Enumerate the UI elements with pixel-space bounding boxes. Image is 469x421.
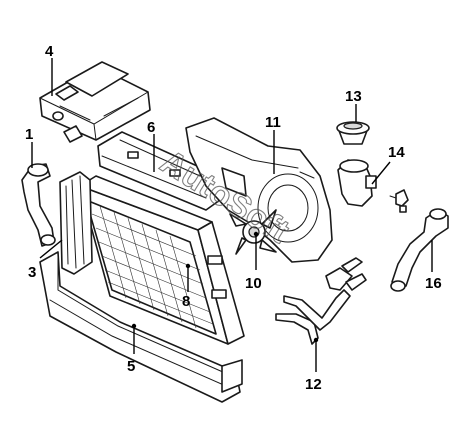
callout-1: 1: [25, 126, 33, 143]
leader-lines: [31, 58, 433, 372]
callout-8: 8: [182, 293, 190, 310]
part-3-side-deflector: [59, 171, 93, 275]
callout-12: 12: [305, 376, 322, 393]
callout-labels: 1 3 4 5 6 8 10 11 12 13 14 16: [25, 43, 442, 393]
part-13-filler-cap: [336, 121, 370, 145]
part-5-lower-support-frame: [39, 251, 243, 403]
callout-16: 16: [425, 275, 442, 292]
part-4-expansion-tank: [39, 61, 151, 143]
leader-3: [39, 239, 63, 259]
callout-6: 6: [147, 119, 155, 136]
callout-10: 10: [245, 275, 262, 292]
part-6-upper-shroud-bracket: [97, 131, 221, 211]
callout-3: 3: [28, 264, 36, 281]
callout-13: 13: [345, 88, 362, 105]
part-16-lower-hose: [390, 208, 449, 292]
callout-14: 14: [388, 144, 405, 161]
callout-5: 5: [127, 358, 135, 375]
callout-4: 4: [45, 43, 54, 60]
part-1-upper-hose: [21, 163, 56, 247]
leader-14: [371, 161, 391, 185]
callout-11: 11: [265, 114, 281, 131]
radiator-core-grid: [91, 205, 214, 329]
part-14-thermostat-housing: [337, 159, 409, 213]
part-8-radiator: [79, 175, 245, 345]
part-12-bypass-hoses: [275, 257, 367, 345]
part-11-fan-shroud: [185, 117, 333, 263]
